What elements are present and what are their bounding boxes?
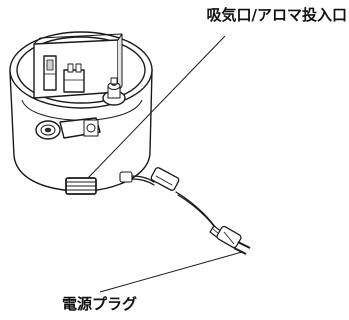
intake-vent xyxy=(65,177,97,195)
power-cord-illustration xyxy=(131,167,220,233)
intake-leader-line xyxy=(87,35,226,179)
ferrite-core xyxy=(150,167,180,191)
cord-grommet xyxy=(119,171,133,183)
plug-leader-line xyxy=(99,251,243,293)
leader-lines xyxy=(87,35,243,293)
humidifier-base-illustration xyxy=(9,31,153,195)
power-plug-illustration xyxy=(209,225,251,255)
intake-callout-label: 吸気口/アロマ投入口 xyxy=(206,6,347,24)
terminal-block xyxy=(63,69,85,93)
power-plug-callout-label: 電源プラグ xyxy=(62,295,138,313)
